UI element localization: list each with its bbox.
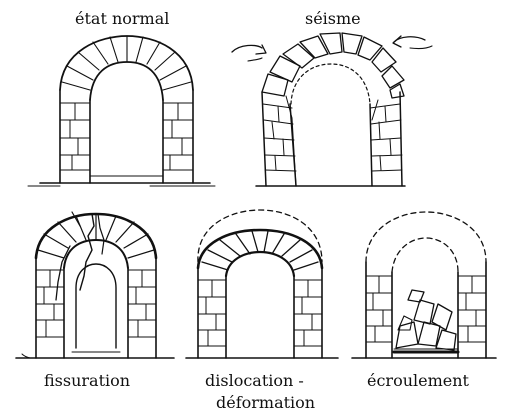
arch-dislocation bbox=[186, 210, 338, 358]
arch-normal bbox=[28, 36, 215, 186]
arch-seisme bbox=[232, 33, 432, 186]
arch-fissuration bbox=[16, 212, 174, 358]
arch-ecroulement bbox=[352, 212, 496, 358]
